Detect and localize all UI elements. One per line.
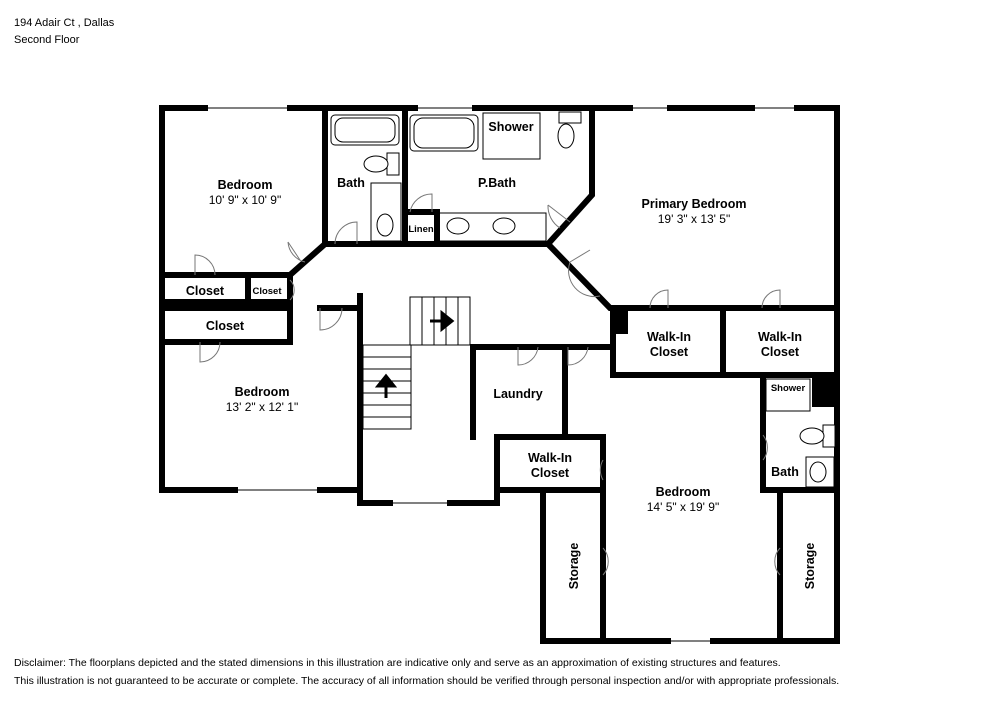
room-name-walkin-1b: Closet [650, 345, 689, 359]
room-labels: Bedroom 10' 9" x 10' 9" Bath P.Bath Show… [186, 120, 817, 589]
bathtub-icon [330, 114, 479, 152]
room-name-shower-p: Shower [488, 120, 533, 134]
room-name-bath: Bath [337, 176, 365, 190]
room-name-walkin-3b: Closet [531, 466, 570, 480]
shower-stall [482, 112, 541, 160]
room-name-storage-2: Storage [803, 543, 817, 590]
door-swing-icon [194, 193, 781, 576]
floor-label: Second Floor [14, 34, 80, 46]
room-name-bedroom-w: Bedroom [235, 385, 290, 399]
walls [159, 105, 840, 644]
sink-icon [370, 182, 835, 488]
toilet-icon [363, 111, 836, 448]
room-name-pbath: P.Bath [478, 176, 516, 190]
room-dims-primary: 19' 3" x 13' 5" [658, 212, 730, 226]
room-name-shower-se: Shower [771, 383, 806, 394]
stair-arrow-icon [374, 309, 455, 398]
room-dims-bedroom-se: 14' 5" x 19' 9" [647, 500, 719, 514]
room-name-walkin-3a: Walk-In [528, 451, 572, 465]
room-name-bath-se: Bath [771, 465, 799, 479]
room-name-storage-1: Storage [567, 543, 581, 590]
disclaimer-line-2: This illustration is not guaranteed to b… [14, 675, 840, 687]
staircase [362, 296, 471, 430]
room-dims-bedroom-w: 13' 2" x 12' 1" [226, 400, 298, 414]
room-name-walkin-1a: Walk-In [647, 330, 691, 344]
room-name-closet-a: Closet [186, 284, 225, 298]
room-name-walkin-2a: Walk-In [758, 330, 802, 344]
room-name-linen: Linen [408, 224, 434, 235]
room-name-bedroom-se: Bedroom [656, 485, 711, 499]
disclaimer-line-1: Disclaimer: The floorplans depicted and … [14, 657, 781, 669]
room-name-closet-b: Closet [252, 286, 282, 297]
room-name-primary: Primary Bedroom [642, 197, 747, 211]
address-label: 194 Adair Ct , Dallas [14, 17, 115, 29]
room-name-closet-c: Closet [206, 319, 245, 333]
room-dims-bedroom-nw: 10' 9" x 10' 9" [209, 193, 281, 207]
room-name-bedroom-nw: Bedroom [218, 178, 273, 192]
room-name-laundry: Laundry [493, 387, 542, 401]
shower-stall-se [765, 378, 811, 412]
windows [205, 105, 797, 644]
room-name-walkin-2b: Closet [761, 345, 800, 359]
